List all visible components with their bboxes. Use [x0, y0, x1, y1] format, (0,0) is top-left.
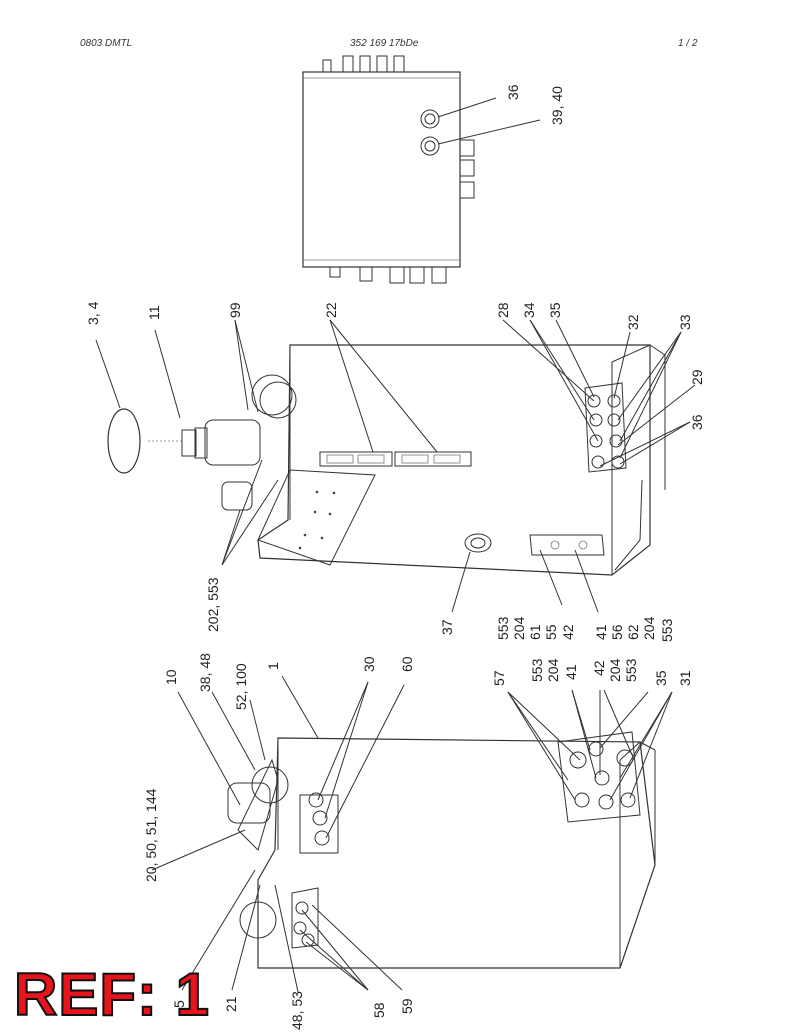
label-204-c: 204 — [545, 658, 561, 682]
label-60: 60 — [399, 656, 415, 672]
label-42-a: 42 — [560, 624, 576, 640]
label-553-a: 553 — [495, 616, 511, 640]
label-61: 61 — [527, 624, 543, 640]
ref-stamp: REF: 1 — [13, 961, 211, 1028]
label-32: 32 — [625, 314, 641, 330]
label-34: 34 — [521, 302, 537, 318]
label-1: 1 — [265, 662, 281, 670]
label-55: 55 — [543, 624, 559, 640]
label-204-d: 204 — [607, 658, 623, 682]
label-21: 21 — [223, 996, 239, 1012]
label-56: 56 — [609, 624, 625, 640]
label-52-100: 52, 100 — [233, 663, 249, 710]
label-35-mid: 35 — [547, 302, 563, 318]
label-30: 30 — [361, 656, 377, 672]
label-31: 31 — [677, 670, 693, 686]
label-204-b: 204 — [641, 616, 657, 640]
label-3-4: 3, 4 — [85, 301, 101, 325]
label-39-40: 39, 40 — [549, 86, 565, 125]
label-48-53: 48, 53 — [289, 991, 305, 1030]
label-29: 29 — [689, 369, 705, 385]
header-page-number: 1 / 2 — [678, 38, 698, 49]
label-20-50-51-144: 20, 50, 51, 144 — [143, 788, 159, 882]
label-41-a: 41 — [593, 624, 609, 640]
label-553-b: 553 — [659, 618, 675, 642]
label-10: 10 — [163, 669, 179, 685]
label-59: 59 — [399, 998, 415, 1014]
header-part-number: 352 169 17bDe — [350, 38, 419, 49]
label-36-mid: 36 — [689, 414, 705, 430]
bottom-enclosure-view — [151, 675, 673, 993]
label-202-553: 202, 553 — [205, 577, 221, 632]
label-99: 99 — [227, 302, 243, 318]
label-62: 62 — [625, 624, 641, 640]
label-38-48: 38, 48 — [197, 653, 213, 692]
label-42-b: 42 — [591, 660, 607, 676]
label-41-b: 41 — [563, 664, 579, 680]
label-58: 58 — [371, 1002, 387, 1018]
label-22: 22 — [323, 302, 339, 318]
label-35-bottom: 35 — [653, 670, 669, 686]
label-28: 28 — [495, 302, 511, 318]
label-204-a: 204 — [511, 616, 527, 640]
middle-enclosure-view — [95, 319, 696, 613]
label-37: 37 — [439, 619, 455, 635]
label-11: 11 — [146, 305, 162, 320]
label-5: 5 — [171, 1000, 187, 1008]
label-57: 57 — [491, 670, 507, 686]
control-box-view — [302, 55, 541, 284]
label-36-top: 36 — [505, 84, 521, 100]
label-553-d: 553 — [623, 658, 639, 682]
label-553-c: 553 — [529, 658, 545, 682]
header-doc-code: 0803 DMTL — [80, 38, 133, 49]
label-33: 33 — [677, 314, 693, 330]
